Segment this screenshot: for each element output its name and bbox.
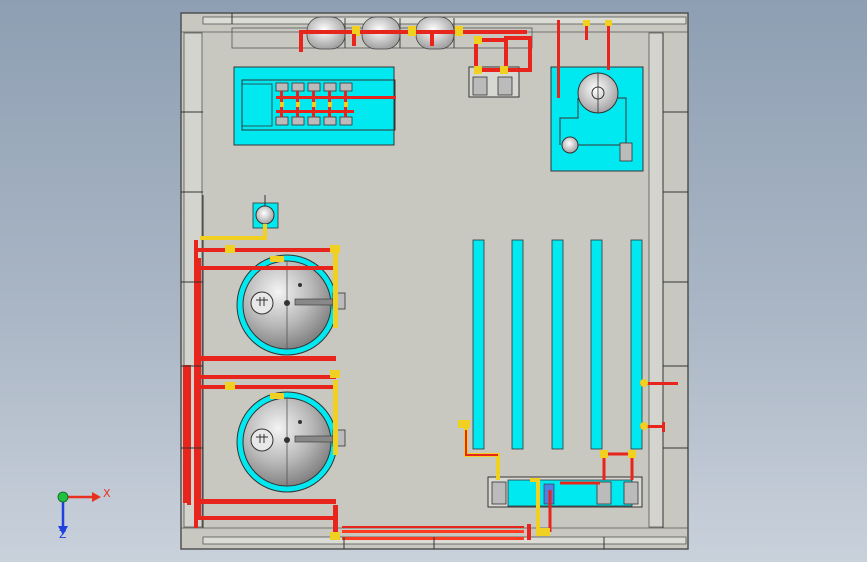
aeration-channels[interactable] bbox=[472, 239, 643, 450]
pump-skid-bottom[interactable] bbox=[458, 420, 643, 540]
right-wall-valves[interactable] bbox=[640, 379, 678, 432]
tank-feed-pipes[interactable] bbox=[198, 245, 340, 540]
coordinate-triad-icon bbox=[57, 491, 101, 535]
pump-skid-top[interactable] bbox=[468, 36, 532, 98]
digester-tank-2[interactable] bbox=[236, 391, 346, 493]
pressure-vessel-pit[interactable] bbox=[550, 20, 644, 172]
wall-columns bbox=[181, 13, 688, 549]
top-header-pipe[interactable] bbox=[299, 26, 527, 52]
axis-x-label: X bbox=[103, 487, 111, 500]
bottom-header-pipe[interactable] bbox=[342, 526, 524, 540]
axis-z-label: Z bbox=[59, 528, 67, 541]
digester-tank-1[interactable] bbox=[236, 254, 346, 356]
filter-press-pit[interactable] bbox=[233, 66, 396, 146]
dosing-pump-left[interactable] bbox=[200, 195, 279, 240]
